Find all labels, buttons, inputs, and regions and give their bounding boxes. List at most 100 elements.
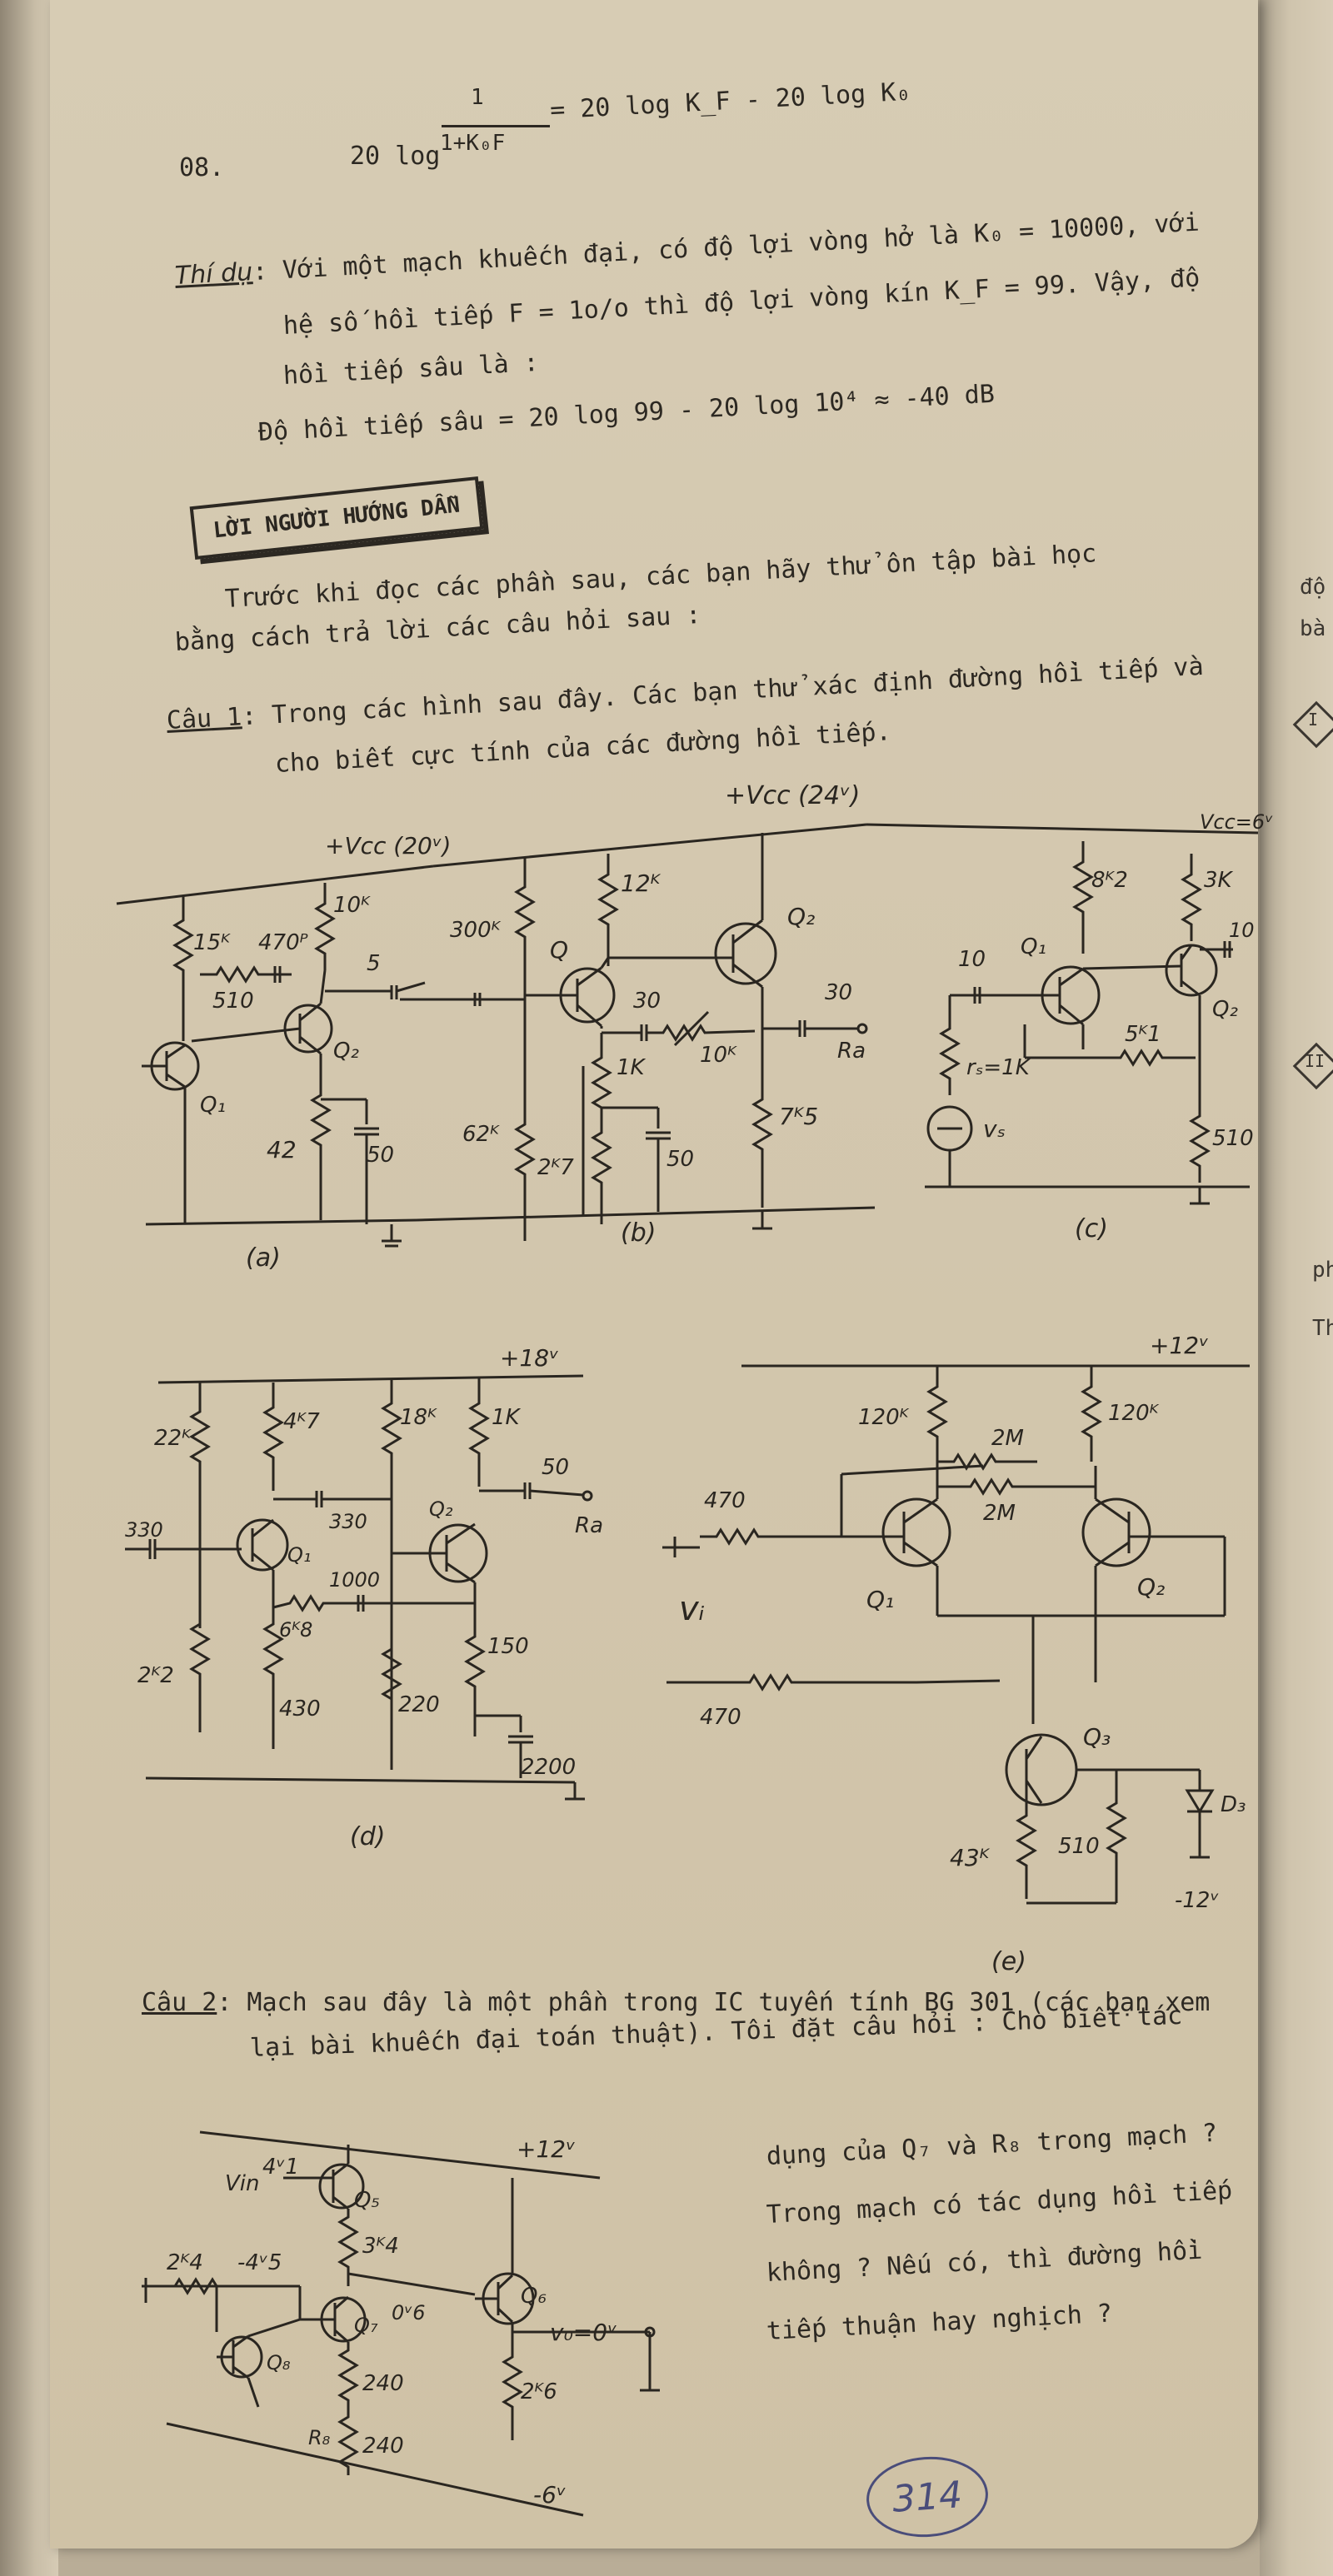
margin-text-2: bà [1300,616,1326,641]
svg-text:300ᴷ: 300ᴷ [450,918,502,943]
svg-text:4ᴷ7: 4ᴷ7 [283,1409,320,1434]
svg-text:8ᴷ2: 8ᴷ2 [1091,868,1128,893]
question2-label: Câu 2 [142,1988,217,2017]
svg-text:510: 510 [1058,1834,1100,1859]
svg-text:vₛ: vₛ [983,1115,1006,1143]
svg-text:50: 50 [666,1147,694,1172]
svg-text:470: 470 [700,1705,741,1730]
question2-line1: Câu 2: Mạch sau đây là một phần trong IC… [142,1988,1211,2017]
svg-text:Q₁: Q₁ [1021,934,1046,959]
margin-roman-2: II [1305,1051,1326,1071]
svg-text:-12ᵛ: -12ᵛ [1175,1888,1219,1913]
margin-text-3: ph [1312,1258,1333,1283]
svg-text:-4ᵛ5: -4ᵛ5 [237,2250,282,2275]
svg-text:Ra: Ra [575,1513,603,1538]
item-number: 08. [179,153,225,182]
svg-text:2M: 2M [983,1501,1016,1526]
svg-text:120ᴷ: 120ᴷ [858,1405,910,1430]
svg-text:150: 150 [487,1634,529,1659]
fraction-bar [442,125,550,127]
formula-lhs: 20 log [350,142,441,171]
left-book-edge [0,0,58,2576]
circuit2-vcc: +12ᵛ [517,2135,576,2163]
svg-text:7ᴷ5: 7ᴷ5 [779,1103,818,1130]
svg-text:(a): (a) [246,1243,281,1273]
svg-text:510: 510 [1212,1126,1254,1151]
svg-text:R₈: R₈ [308,2426,331,2449]
svg-text:Q₁: Q₁ [200,1093,226,1118]
svg-text:330: 330 [329,1510,367,1533]
circuit-c: Vcc=6ᵛ 8ᴷ2 3K 10 10 Q₁ Q₂ rₛ=1K vₛ 5ᴷ1 5… [866,810,1273,1243]
svg-text:rₛ=1K: rₛ=1K [966,1055,1031,1080]
svg-text:240: 240 [362,2434,404,2459]
margin-text-1: độ [1300,575,1326,600]
svg-text:240: 240 [362,2371,404,2396]
svg-text:1000: 1000 [329,1568,380,1592]
svg-text:62ᴷ: 62ᴷ [462,1122,500,1147]
svg-text:0ᵛ6: 0ᵛ6 [392,2301,426,2324]
svg-text:470ᴾ: 470ᴾ [258,930,309,955]
svg-text:(b): (b) [621,1218,656,1248]
svg-text:3K: 3K [1204,868,1234,893]
svg-text:470: 470 [704,1488,746,1513]
svg-text:(d): (d) [350,1822,385,1851]
svg-text:510: 510 [212,989,254,1014]
svg-text:vᵢ: vᵢ [679,1590,705,1628]
svg-text:2ᴷ7: 2ᴷ7 [537,1155,574,1180]
svg-text:120ᴷ: 120ᴷ [1108,1401,1160,1426]
svg-text:50: 50 [367,1143,394,1168]
svg-text:2ᴷ6: 2ᴷ6 [521,2379,557,2404]
circuit-d: +18ᵛ 22ᴷ 4ᴷ7 18ᴷ 1K 330 330 50 Q₁ Q₂ Ra … [125,1344,603,1851]
svg-text:10: 10 [958,947,986,972]
svg-text:50: 50 [542,1455,569,1480]
circuit-e-vcc: +12ᵛ [1150,1332,1209,1359]
svg-text:Q₂: Q₂ [1212,997,1238,1022]
svg-text:D₃: D₃ [1221,1792,1246,1817]
svg-text:12ᴷ: 12ᴷ [621,869,662,897]
svg-text:-6ᵛ: -6ᵛ [533,2481,567,2509]
svg-text:430: 430 [279,1697,321,1721]
svg-text:(c): (c) [1075,1214,1108,1243]
svg-text:Q₈: Q₈ [267,2351,291,2374]
circuit-d-vcc: +18ᵛ [500,1344,559,1372]
svg-text:Ra: Ra [837,1039,866,1064]
circuit-b: +Vcc (24ᵛ) 300ᴷ 12ᴷ Q Q₂ 30 10ᴷ 30 Ra 1K… [400,781,876,1248]
svg-text:2ᴷ4: 2ᴷ4 [167,2250,203,2275]
svg-text:4ᵛ1: 4ᵛ1 [262,2155,299,2180]
margin-roman-1: I [1308,710,1319,730]
svg-text:1K: 1K [617,1055,647,1080]
svg-text:22ᴷ: 22ᴷ [154,1426,192,1451]
svg-text:Q: Q [550,936,568,964]
svg-text:Q₂: Q₂ [787,903,815,930]
svg-text:42: 42 [267,1136,297,1163]
svg-text:Q₁: Q₁ [287,1543,312,1567]
book-page: 08. 20 log 1 1+K₀F = 20 log K_F - 20 log… [50,0,1258,2549]
svg-text:5ᴷ1: 5ᴷ1 [1125,1022,1161,1047]
circuit-e: +12ᵛ 120ᴷ 2M 2M 120ᴷ 470 470 vᵢ Q₁ Q₂ Q₃… [662,1332,1250,1976]
svg-text:Q₃: Q₃ [1083,1723,1111,1751]
svg-text:Vin: Vin [225,2171,260,2196]
circuit-a-vcc: +Vcc (20ᵛ) [325,832,451,859]
formula-numerator: 1 [471,85,484,110]
adjacent-page-edge [1260,0,1333,2576]
circuit-bg301: +12ᵛ Vin 4ᵛ1 Q₅ 3ᴷ4 2ᴷ4 -4ᵛ5 Q₇ 0ᵛ6 Q₆ v… [142,2130,660,2517]
svg-text:30: 30 [633,989,661,1014]
svg-text:Q₂: Q₂ [333,1039,359,1064]
svg-text:Q₇: Q₇ [354,2314,378,2337]
svg-text:10ᴷ: 10ᴷ [333,893,371,918]
circuit-c-vcc: Vcc=6ᵛ [1200,810,1273,834]
margin-text-4: Th [1312,1316,1333,1341]
svg-text:220: 220 [398,1692,440,1717]
svg-text:15ᴷ: 15ᴷ [193,930,231,955]
svg-text:5: 5 [367,951,381,976]
svg-text:Q₅: Q₅ [354,2188,380,2213]
svg-text:v₀=0ᵛ: v₀=0ᵛ [550,2319,617,2346]
formula-denominator: 1+K₀F [440,131,506,156]
svg-text:(e): (e) [991,1947,1026,1976]
svg-text:43ᴷ: 43ᴷ [950,1844,991,1871]
svg-text:18ᴷ: 18ᴷ [400,1405,437,1430]
svg-text:10ᴷ: 10ᴷ [700,1043,737,1068]
svg-text:2ᴷ2: 2ᴷ2 [137,1663,174,1688]
svg-text:Q₁: Q₁ [866,1586,894,1613]
